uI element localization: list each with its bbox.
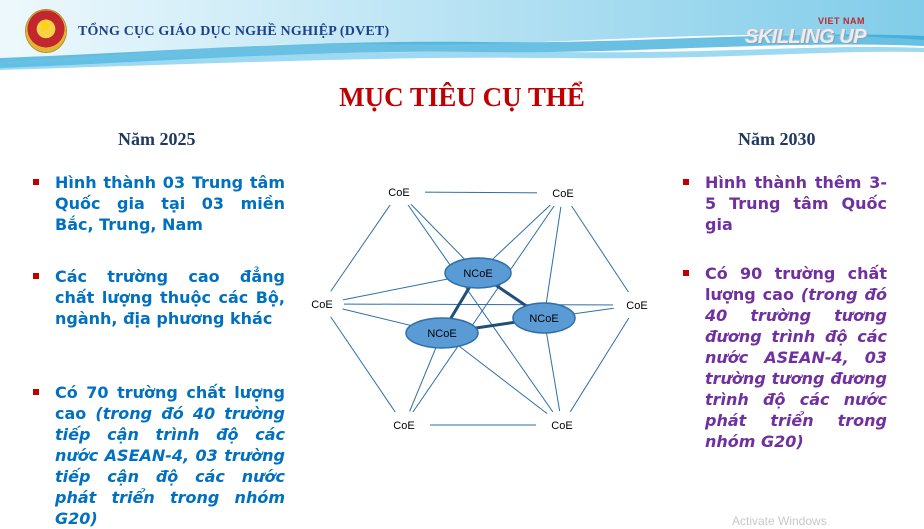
bullet-text: Các trường cao đẳng chất lượng thuộc các… (55, 267, 285, 328)
bullet-text: Có 90 trường chất lượng cao (705, 264, 887, 304)
activate-windows-watermark: Activate Windows (732, 514, 827, 528)
year-2030-heading: Năm 2030 (738, 129, 816, 149)
bullet-text: Có 70 trường chất lượng cao (55, 383, 285, 423)
coe-node: CoE (378, 411, 430, 439)
ncoe-label: NCoE (427, 328, 456, 340)
coe-label: CoE (393, 420, 414, 432)
national-emblem-icon: ★ (26, 10, 66, 52)
ncoe-node: NCoE (444, 257, 512, 289)
ncoe-label: NCoE (529, 313, 558, 325)
bullet-marker-icon (33, 389, 39, 395)
coe-label: CoE (388, 187, 409, 199)
ncoe-node: NCoE (512, 302, 576, 334)
bullet-2025-3: Có 70 trường chất lượng cao (trong đó 40… (33, 382, 286, 529)
bullet-marker-icon (683, 179, 689, 185)
bullet-2030-2: Có 90 trường chất lượng cao (trong đó 40… (683, 263, 887, 452)
coe-node: CoE (300, 290, 344, 318)
network-links (321, 191, 638, 426)
organization-name: TỔNG CỤC GIÁO DỤC NGHỀ NGHIỆP (DVET) (78, 24, 390, 39)
bullet-italic-text: (trong đó 40 trường tương đương trình độ… (705, 285, 887, 451)
bullet-2030-1: Hình thành thêm 3-5 Trung tâm Quốc gia (683, 172, 887, 235)
coe-node: CoE (373, 178, 425, 206)
ncoe-label: NCoE (463, 268, 492, 280)
bullet-italic-text: (trong đó 40 trường tiếp cận trình độ cá… (55, 404, 286, 528)
bullet-2025-2: Các trường cao đẳng chất lượng thuộc các… (33, 266, 285, 329)
slide-header: ★ TỔNG CỤC GIÁO DỤC NGHỀ NGHIỆP (DVET) V… (0, 0, 924, 70)
coe-node: CoE (536, 411, 588, 439)
skilling-up-logo: SKILLING UP (745, 26, 867, 48)
coe-label: CoE (311, 299, 332, 311)
coe-label: CoE (626, 300, 647, 312)
slide-title: MỤC TIÊU CỤ THỂ (339, 82, 585, 112)
year-2025-heading: Năm 2025 (118, 129, 196, 149)
header-wave-background (0, 0, 924, 70)
brand-subtitle: VIET NAM (818, 16, 866, 26)
bullet-text: Hình thành thêm 3-5 Trung tâm Quốc gia (705, 173, 887, 234)
coe-network-diagram: CoE CoE CoE CoE CoE CoE NCoE NCoE NCoE (300, 178, 661, 439)
bullet-marker-icon (33, 179, 39, 185)
coe-node: CoE (537, 179, 589, 207)
coe-label: CoE (551, 420, 572, 432)
coe-label: CoE (552, 188, 573, 200)
ncoe-node: NCoE (405, 317, 479, 349)
bullet-text: Hình thành 03 Trung tâm Quốc gia tại 03 … (55, 173, 285, 234)
bullet-marker-icon (33, 273, 39, 279)
bullet-marker-icon (683, 270, 689, 276)
bullet-2025-1: Hình thành 03 Trung tâm Quốc gia tại 03 … (33, 172, 285, 235)
coe-node: CoE (613, 291, 661, 319)
